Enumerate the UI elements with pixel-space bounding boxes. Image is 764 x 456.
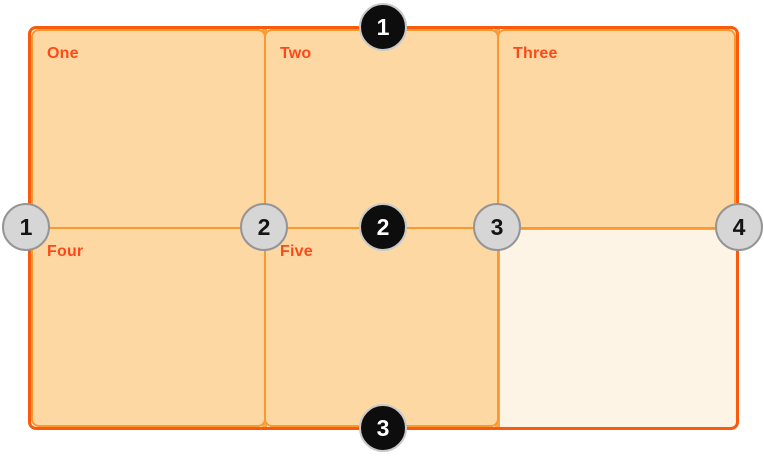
cell-one-label: One	[47, 45, 79, 62]
grid-cell-one: One	[31, 29, 266, 229]
row-line-badge-2: 2	[359, 203, 407, 251]
cell-two-label: Two	[280, 45, 312, 62]
column-line-badge-3: 3	[473, 203, 521, 251]
grid-cell-three: Three	[497, 29, 736, 229]
row-line-badge-1: 1	[359, 3, 407, 51]
column-line-badge-4: 4	[715, 203, 763, 251]
cell-five-label: Five	[280, 243, 313, 260]
grid-cell-four: Four	[31, 227, 266, 427]
grid-cell-two: Two	[264, 29, 499, 229]
grid-cell-five: Five	[264, 227, 499, 427]
cell-four-label: Four	[47, 243, 84, 260]
column-line-badge-2: 2	[240, 203, 288, 251]
cell-three-label: Three	[513, 45, 558, 62]
column-line-badge-1: 1	[2, 203, 50, 251]
row-line-badge-3: 3	[359, 404, 407, 452]
